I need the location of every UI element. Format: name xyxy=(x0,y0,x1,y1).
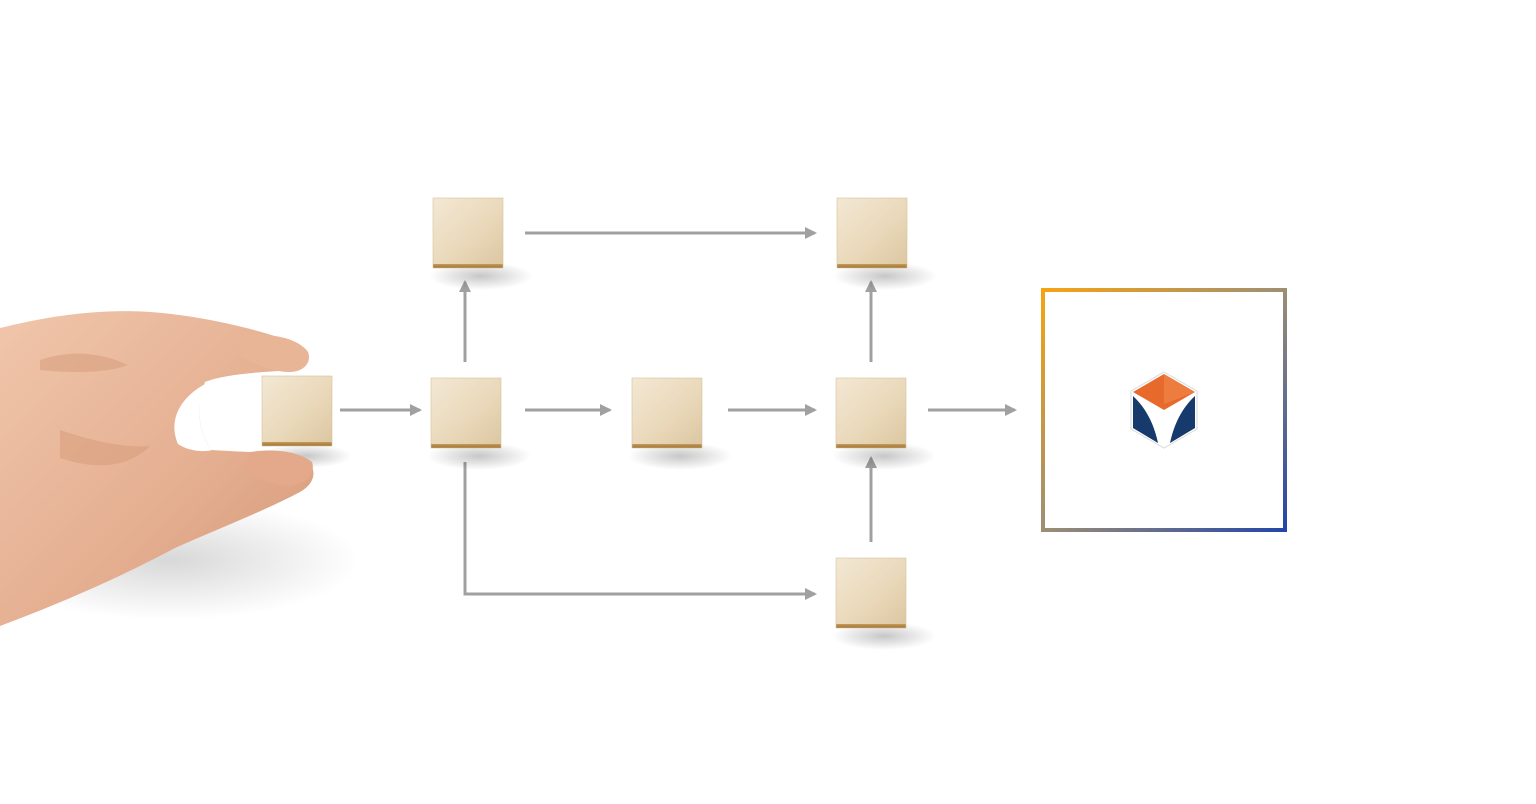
connectors xyxy=(340,227,1017,600)
hexagon-v-logo-icon xyxy=(1130,371,1198,449)
block-upper-right xyxy=(833,197,937,290)
block-lower-right xyxy=(832,557,936,650)
block-middle xyxy=(628,377,732,470)
block-split xyxy=(427,377,531,470)
hand-icon xyxy=(0,311,360,626)
block-merge xyxy=(832,377,936,470)
block-upper-left xyxy=(429,197,533,290)
fingertips xyxy=(240,334,313,486)
edge-split-to-lower-right xyxy=(463,462,817,600)
